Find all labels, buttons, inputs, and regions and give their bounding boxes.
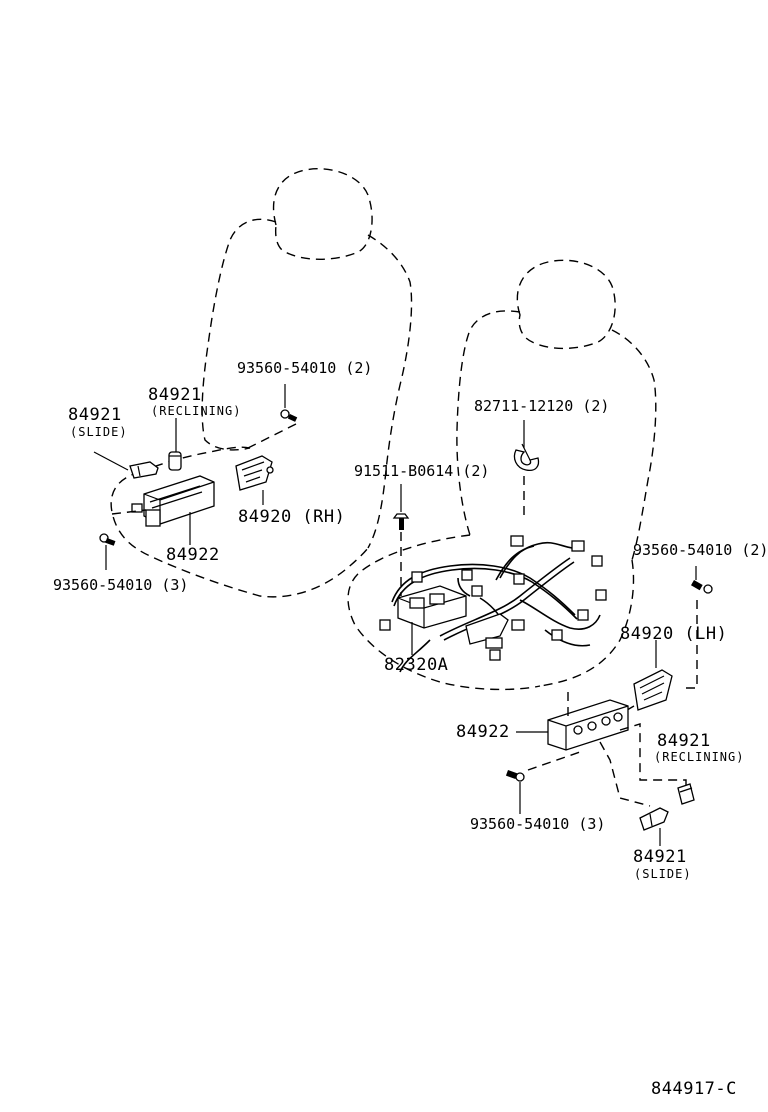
right-knob-slide-number: 84921 [633,847,687,867]
right-screw-top [680,566,713,689]
right-bolt-label: 91511-B0614 (2) [354,462,490,480]
left-screw-bottom-label: 93560-54010 (3) [53,576,189,594]
right-bolt [392,484,410,596]
diagram-code: 844917-C [651,1079,737,1099]
left-cover-rh [235,455,274,505]
left-cover-rh-label: 84920 (RH) [238,507,346,527]
right-clamp [513,420,540,520]
right-wire-harness [379,535,607,673]
left-switch-label: 84922 [166,545,220,565]
right-knob-slide-note: (SLIDE) [634,867,692,881]
right-switch [516,692,687,807]
right-knob-reclining-number: 84921 [657,731,711,751]
left-knob-slide [93,451,159,479]
left-screw-top [243,384,298,451]
right-screw-bottom-label: 93560-54010 (3) [470,815,606,833]
left-knob-slide-note: (SLIDE) [70,425,128,439]
right-screw-top-label: 93560-54010 (2) [633,541,768,559]
right-clamp-label: 82711-12120 (2) [474,397,610,415]
right-knob-slide [639,807,669,846]
left-switch [111,475,215,545]
right-switch-label: 84922 [456,722,510,742]
left-knob-slide-number: 84921 [68,405,122,425]
left-knob-reclining-note: (RECLINING) [151,404,242,418]
right-knob-reclining [677,783,695,805]
right-screw-bottom [505,770,525,814]
right-knob-reclining-note: (RECLINING) [654,750,745,764]
left-screw-bottom [99,533,116,570]
right-cover-lh-label: 84920 (LH) [620,624,728,644]
left-knob-reclining [168,418,182,471]
right-wire-harness-label: 82320A [384,655,449,675]
left-knob-reclining-number: 84921 [148,385,202,405]
right-seat-outline [347,259,657,691]
left-seat-outline [110,168,413,598]
left-screw-top-label: 93560-54010 (2) [237,359,373,377]
